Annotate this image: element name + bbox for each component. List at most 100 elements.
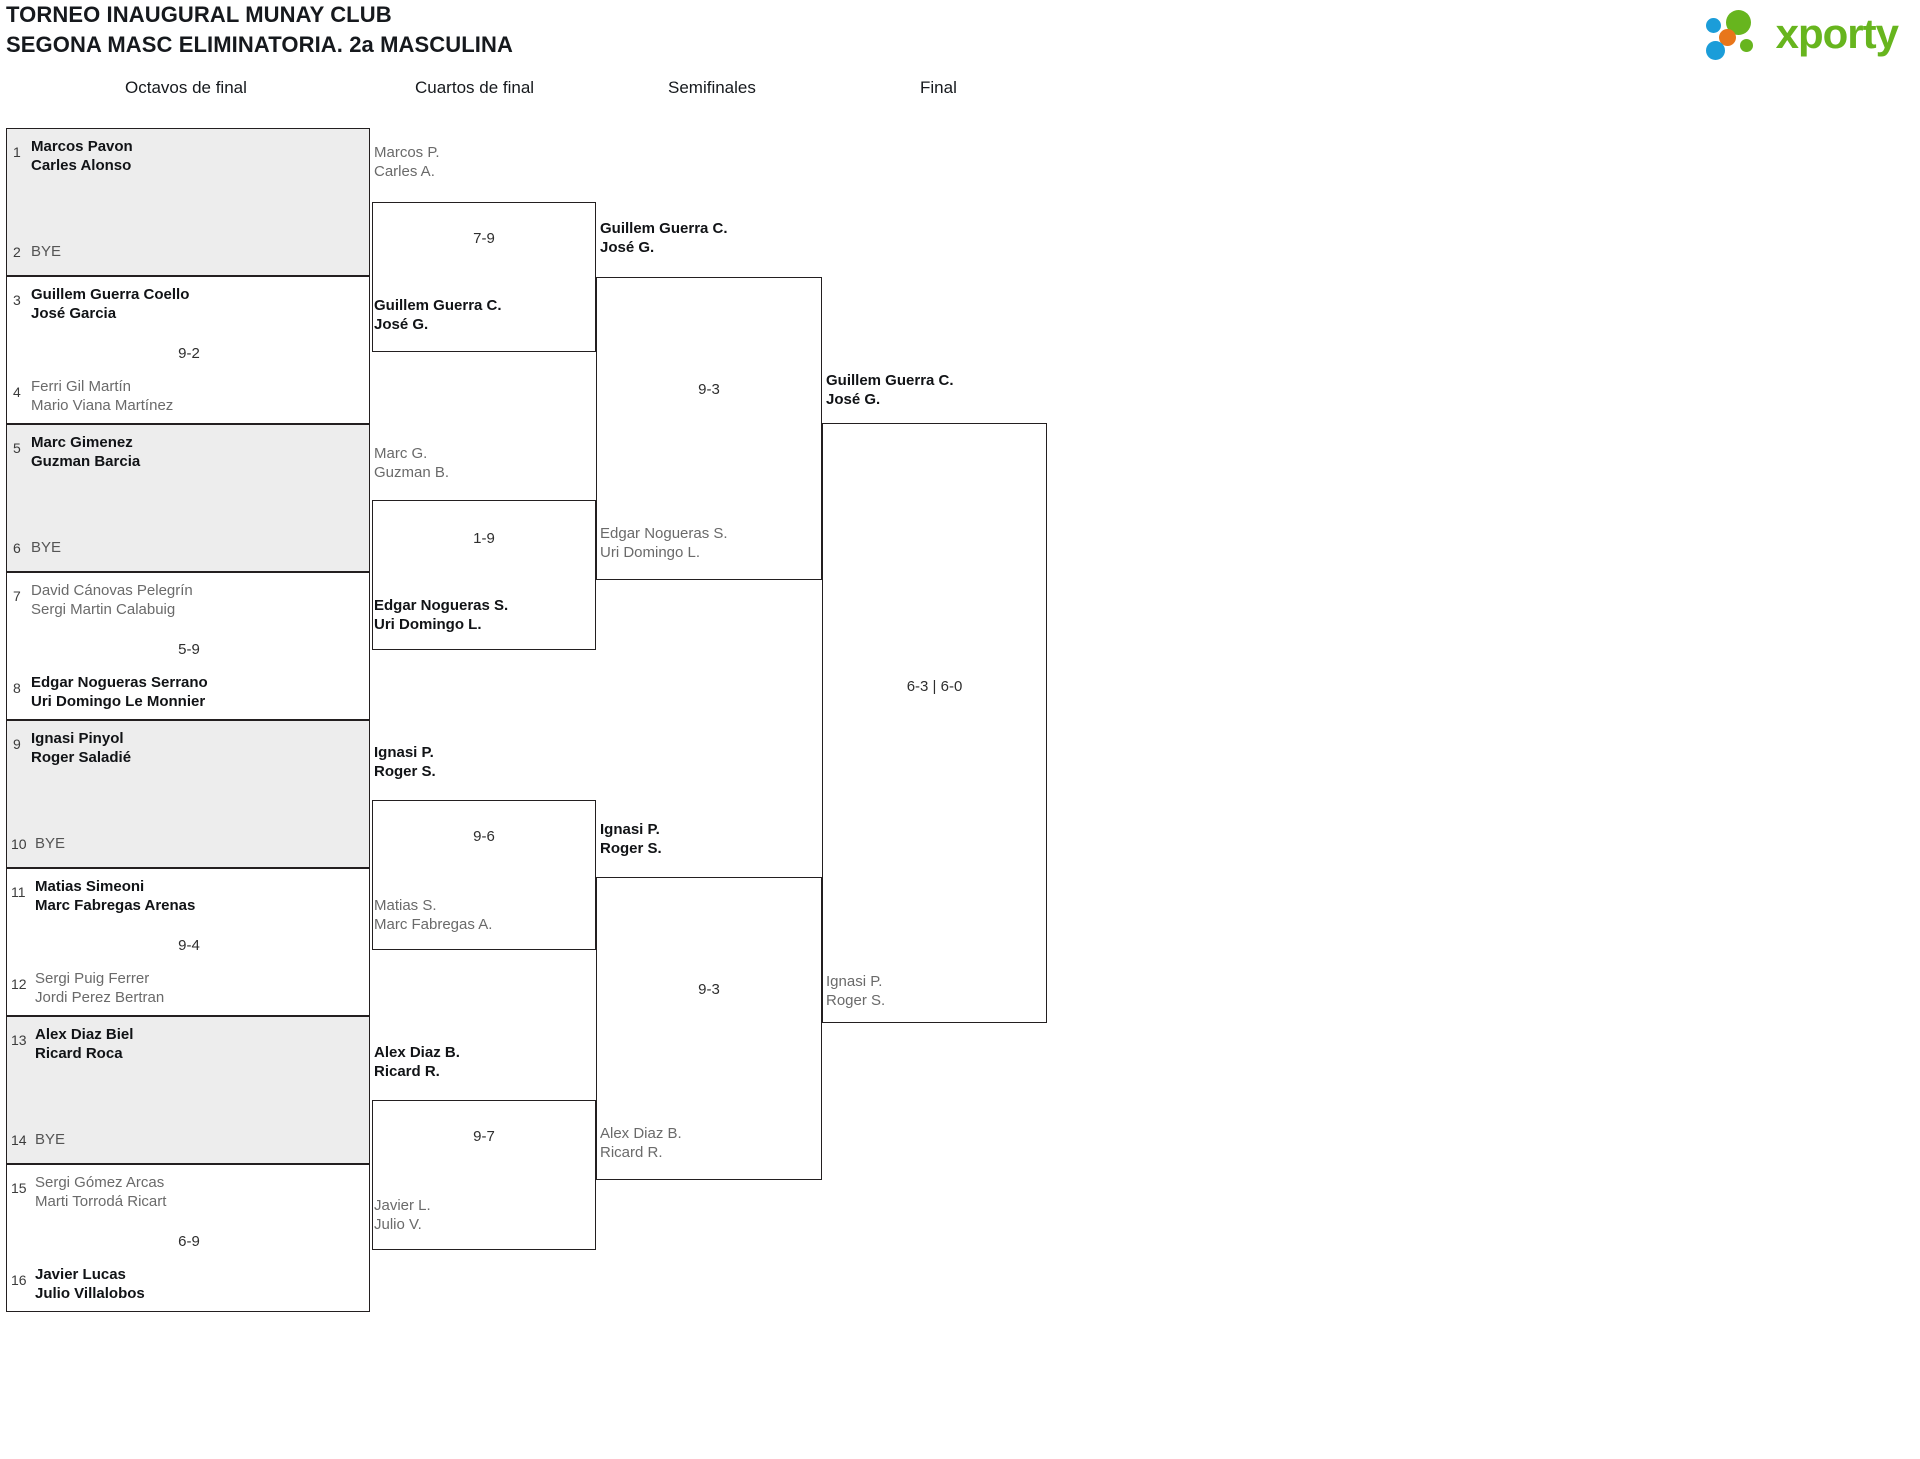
bye-label: BYE xyxy=(35,1131,66,1148)
team-name: Sergi Martin Calabuig xyxy=(31,601,176,618)
final-top-team-line1: Guillem Guerra C. xyxy=(826,372,954,389)
seed-number: 12 xyxy=(11,976,27,992)
sf2-score: 9-3 xyxy=(698,981,720,998)
round-header-cuartos: Cuartos de final xyxy=(415,78,535,97)
team-name: Julio Villalobos xyxy=(35,1285,145,1302)
qf2-top-team-line1: Marc G. xyxy=(374,445,428,462)
seed-number: 10 xyxy=(11,836,27,852)
seed-number: 11 xyxy=(11,884,26,900)
seed-number: 1 xyxy=(13,144,21,160)
final-bottom-team-line1: Ignasi P. xyxy=(826,973,883,990)
qf3-bottom-team-line1: Matias S. xyxy=(374,897,437,914)
round-header-semis: Semifinales xyxy=(668,78,756,97)
team-name: Marc Fabregas Arenas xyxy=(35,897,196,914)
sf2-bottom-team-line1: Alex Diaz B. xyxy=(600,1125,682,1142)
qf1-score: 7-9 xyxy=(473,230,495,247)
r16-pair-7[interactable]: 13 Alex Diaz Biel Ricard Roca 14 BYE xyxy=(6,1016,370,1164)
qf3-bottom-team-line2: Marc Fabregas A. xyxy=(374,916,493,933)
match-score: 6-9 xyxy=(178,1233,200,1250)
team-name: José Garcia xyxy=(31,305,117,322)
team-name: Guillem Guerra Coello xyxy=(31,286,190,303)
round-header-octavos: Octavos de final xyxy=(125,78,247,97)
qf3-top-team-line1: Ignasi P. xyxy=(374,744,434,761)
sf1-score: 9-3 xyxy=(698,381,720,398)
team-name: Guzman Barcia xyxy=(31,453,141,470)
match-score: 9-2 xyxy=(178,345,200,362)
qf3-top-team-line2: Roger S. xyxy=(374,763,436,780)
qf2-bracket-box[interactable] xyxy=(372,500,596,650)
qf1-bracket-box[interactable] xyxy=(372,202,596,352)
qf4-top-team-line2: Ricard R. xyxy=(374,1063,440,1080)
seed-number: 5 xyxy=(13,440,21,456)
tournament-name: TORNEO INAUGURAL MUNAY CLUB xyxy=(6,2,392,27)
team-name: Matias Simeoni xyxy=(35,878,145,895)
team-name: David Cánovas Pelegrín xyxy=(31,582,193,599)
sf2-bracket-box[interactable] xyxy=(596,877,822,1180)
seed-number: 8 xyxy=(13,680,21,696)
r16-pair-6[interactable]: 11 Matias Simeoni Marc Fabregas Arenas 9… xyxy=(6,868,370,1016)
match-score: 5-9 xyxy=(178,641,200,658)
qf3-bracket-box[interactable] xyxy=(372,800,596,950)
team-name: Marc Gimenez xyxy=(31,434,133,451)
seed-number: 7 xyxy=(13,588,21,604)
round-header-final: Final xyxy=(920,78,957,97)
xporty-logo: xporty xyxy=(1705,8,1899,60)
sf1-bracket-box[interactable] xyxy=(596,277,822,580)
team-name: Mario Viana Martínez xyxy=(31,397,174,414)
seed-number: 14 xyxy=(11,1132,27,1148)
team-name: Alex Diaz Biel xyxy=(35,1026,134,1043)
qf2-bottom-team-line2: Uri Domingo L. xyxy=(374,616,482,633)
seed-number: 13 xyxy=(11,1032,27,1048)
team-name: Roger Saladié xyxy=(31,749,132,766)
qf1-bottom-team-line2: José G. xyxy=(374,316,429,333)
sf2-top-team-line2: Roger S. xyxy=(600,840,662,857)
qf4-bottom-team-line2: Julio V. xyxy=(374,1216,422,1233)
r16-pair-3[interactable]: 5 Marc Gimenez Guzman Barcia 6 BYE xyxy=(6,424,370,572)
final-bracket-box[interactable] xyxy=(822,423,1047,1023)
team-name: Ricard Roca xyxy=(35,1045,123,1062)
qf4-bottom-team-line1: Javier L. xyxy=(374,1197,431,1214)
final-bottom-team-line2: Roger S. xyxy=(826,992,886,1009)
bye-label: BYE xyxy=(31,539,62,556)
sf1-bottom-team-line1: Edgar Nogueras S. xyxy=(600,525,728,542)
bye-label: BYE xyxy=(31,243,62,260)
qf2-bottom-team-line1: Edgar Nogueras S. xyxy=(374,597,509,614)
team-name: Carles Alonso xyxy=(31,157,132,174)
r16-pair-8[interactable]: 15 Sergi Gómez Arcas Marti Torrodá Ricar… xyxy=(6,1164,370,1312)
team-name: Ferri Gil Martín xyxy=(31,378,132,395)
seed-number: 9 xyxy=(13,736,21,752)
team-name: Jordi Perez Bertran xyxy=(35,989,165,1006)
tournament-category: SEGONA MASC ELIMINATORIA. 2a MASCULINA xyxy=(6,32,513,57)
bye-label: BYE xyxy=(35,835,66,852)
r16-pair-1[interactable]: 1 Marcos Pavon Carles Alonso 2 BYE xyxy=(6,128,370,276)
final-score: 6-3 | 6-0 xyxy=(906,678,963,695)
sf2-bottom-team-line2: Ricard R. xyxy=(600,1144,663,1161)
team-name: Javier Lucas xyxy=(35,1266,126,1283)
qf4-score: 9-7 xyxy=(473,1128,495,1145)
seed-number: 3 xyxy=(13,292,21,308)
r16-pair-5[interactable]: 9 Ignasi Pinyol Roger Saladié 10 BYE xyxy=(6,720,370,868)
qf4-bracket-box[interactable] xyxy=(372,1100,596,1250)
team-name: Uri Domingo Le Monnier xyxy=(31,693,206,710)
logo-wordmark: xporty xyxy=(1775,10,1899,57)
seed-number: 16 xyxy=(11,1272,27,1288)
seed-number: 2 xyxy=(13,244,21,260)
team-name: Marti Torrodá Ricart xyxy=(35,1193,167,1210)
r16-pair-2[interactable]: 3 Guillem Guerra Coello José Garcia 9-2 … xyxy=(6,276,370,424)
match-score: 9-4 xyxy=(178,937,200,954)
final-top-team-line2: José G. xyxy=(826,391,881,408)
sf1-top-team-line1: Guillem Guerra C. xyxy=(600,220,728,237)
qf1-top-team-line2: Carles A. xyxy=(374,163,435,180)
team-name: Sergi Gómez Arcas xyxy=(35,1174,165,1191)
seed-number: 4 xyxy=(13,384,21,400)
qf1-bottom-team-line1: Guillem Guerra C. xyxy=(374,297,502,314)
page-title: TORNEO INAUGURAL MUNAY CLUB SEGONA MASC … xyxy=(6,0,513,60)
logo-dots-icon xyxy=(1705,8,1768,60)
qf4-top-team-line1: Alex Diaz B. xyxy=(374,1044,460,1061)
seed-number: 15 xyxy=(11,1180,27,1196)
r16-pair-4[interactable]: 7 David Cánovas Pelegrín Sergi Martin Ca… xyxy=(6,572,370,720)
sf1-bottom-team-line2: Uri Domingo L. xyxy=(600,544,701,561)
team-name: Edgar Nogueras Serrano xyxy=(31,674,208,691)
qf3-score: 9-6 xyxy=(473,828,495,845)
